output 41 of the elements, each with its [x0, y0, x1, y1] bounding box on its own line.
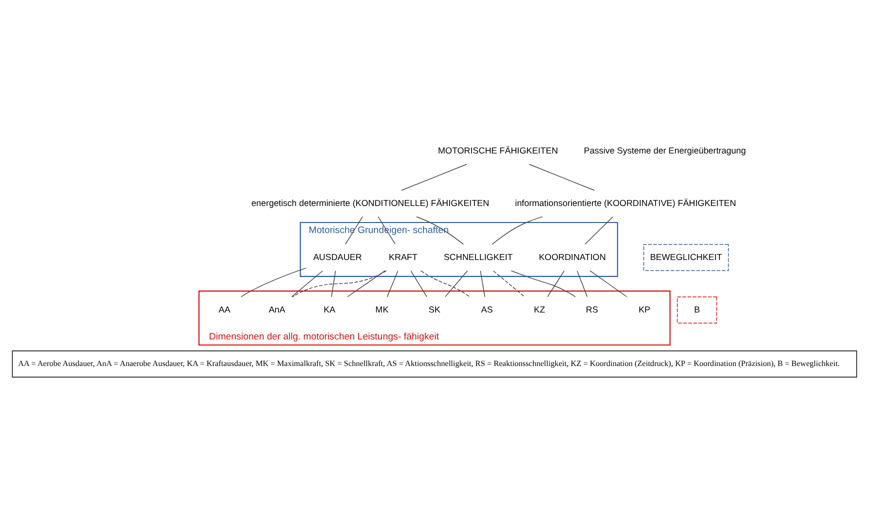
node-box: B: [676, 296, 718, 324]
node-text: informationsorientierte (KOORDINATIVE) FÄHIGKEITEN: [515, 198, 736, 208]
connector: [291, 270, 323, 298]
connector: [492, 216, 543, 245]
node-text: AnA: [268, 304, 286, 314]
node-text: SK: [428, 304, 440, 314]
connector: [510, 270, 576, 298]
connector: [584, 216, 614, 245]
node-text: KA: [324, 304, 336, 314]
connector: [347, 270, 386, 298]
node-text: KOORDINATION: [538, 252, 606, 262]
connector: [528, 164, 595, 191]
node-text: energetisch determinierte (KONDITIONELLE) FÄHIGKEITEN: [251, 198, 490, 208]
connector: [576, 270, 588, 298]
node-box: BEWEGLICHKEIT: [643, 244, 729, 271]
label: Passive Systeme der Energieübertragung: [584, 145, 746, 156]
connector: [401, 164, 468, 191]
connector: [345, 216, 363, 244]
node-text: KRAFT: [388, 252, 418, 262]
node-text: SCHNELLIGKEIT: [444, 252, 513, 262]
connector: [240, 268, 306, 298]
node-box: AA = Aerobe Ausdauer, AnA = Anaerobe Ausdauer, KA = Kraftausdauer, MK = Maximalkraft, SK = Schnellkraft, AS = Aktionsschnelligkeit, RS = Reaktionsschnelligkeit, KZ = Koordination (Zeitdruck), KP = Koordination (Präzision), B = Beweglichkeit.: [12, 350, 858, 378]
node-text: AUSDAUER: [313, 252, 362, 262]
node-text: AA: [218, 304, 230, 314]
connector: [331, 270, 336, 298]
node-text: RS: [586, 304, 598, 314]
connector: [420, 270, 470, 298]
node-text: KZ: [534, 304, 546, 314]
node-text: AS: [481, 304, 493, 314]
connector: [444, 270, 468, 298]
node-text: KP: [638, 304, 650, 314]
node-text: MK: [375, 304, 389, 314]
connector: [410, 270, 428, 298]
connector: [386, 270, 398, 298]
connector: [416, 216, 464, 245]
node-text: MOTORISCHE FÄHIGKEITEN: [438, 145, 558, 156]
connector: [493, 270, 525, 298]
connector: [480, 270, 486, 298]
connector: [590, 270, 628, 298]
connector: [547, 270, 565, 298]
connector: [292, 270, 387, 298]
